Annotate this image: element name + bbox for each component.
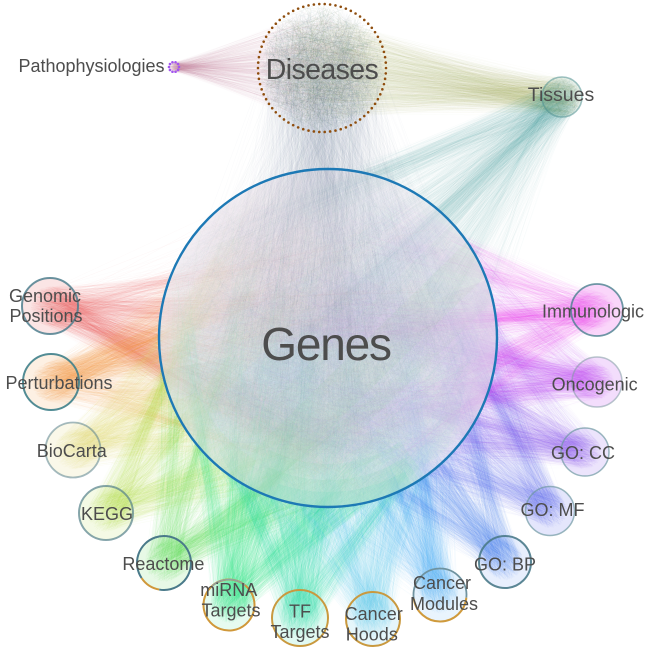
svg-text:GO: MF: GO: MF [521, 500, 585, 520]
svg-text:Immunologic: Immunologic [542, 302, 644, 322]
svg-text:Pathophysiologies: Pathophysiologies [18, 56, 164, 76]
svg-text:Targets: Targets [201, 601, 260, 621]
svg-text:GO: BP: GO: BP [474, 555, 536, 575]
svg-text:TF: TF [289, 602, 311, 622]
svg-text:Reactome: Reactome [122, 554, 204, 574]
svg-text:GO: CC: GO: CC [551, 443, 615, 463]
svg-text:KEGG: KEGG [81, 504, 133, 524]
svg-text:Cancer: Cancer [413, 573, 471, 593]
svg-text:Diseases: Diseases [266, 54, 379, 86]
svg-text:Tissues: Tissues [528, 84, 595, 106]
svg-text:Genomic: Genomic [9, 286, 81, 306]
svg-text:Hoods: Hoods [346, 625, 398, 645]
svg-text:Positions: Positions [9, 306, 82, 326]
svg-text:Genes: Genes [261, 318, 391, 370]
svg-text:Cancer: Cancer [345, 604, 403, 624]
svg-text:Modules: Modules [410, 594, 478, 614]
svg-text:Perturbations: Perturbations [5, 373, 112, 393]
svg-text:miRNA: miRNA [200, 580, 257, 600]
svg-text:Targets: Targets [270, 622, 329, 642]
svg-text:Oncogenic: Oncogenic [552, 375, 638, 395]
svg-text:BioCarta: BioCarta [37, 441, 108, 461]
